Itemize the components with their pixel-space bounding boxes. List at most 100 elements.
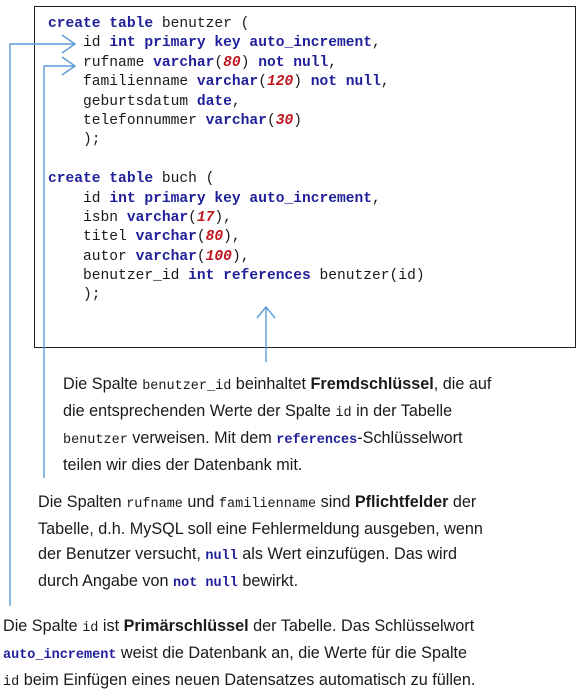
- text-segment: (: [188, 209, 197, 226]
- text-line: id beim Einfügen eines neuen Datensatzes…: [3, 668, 475, 695]
- text-segment: die entsprechenden Werte der Spalte: [63, 402, 336, 420]
- arrow-primary-key: [9, 43, 75, 606]
- sql-code: create table benutzer ( id int primary k…: [48, 15, 425, 306]
- text-segment: not null: [173, 576, 238, 591]
- text-line: die entsprechenden Werte der Spalte id i…: [63, 399, 491, 426]
- text-segment: date: [196, 93, 232, 110]
- note-foreign-key: Die Spalte benutzer_id beinhaltet Fremds…: [63, 372, 491, 478]
- text-line: rufname varchar(80) not null,: [48, 54, 425, 73]
- text-line: isbn varchar(17),: [48, 209, 425, 228]
- text-segment: beinhaltet: [231, 375, 311, 393]
- text-segment: und: [182, 493, 219, 511]
- text-segment: titel: [48, 229, 136, 246]
- text-segment: autor: [48, 248, 136, 265]
- text-line: autor varchar(100),: [48, 248, 425, 267]
- text-segment: varchar: [135, 248, 197, 265]
- text-segment: (: [266, 112, 276, 129]
- text-segment: references: [276, 433, 358, 448]
- text-segment: varchar: [126, 209, 189, 226]
- text-line: Die Spalten rufname und familienname sin…: [38, 490, 483, 517]
- text-line: );: [48, 286, 425, 305]
- text-segment: 17: [196, 209, 215, 226]
- text-segment: not null: [258, 54, 329, 71]
- text-segment: der Benutzer versucht,: [38, 545, 206, 563]
- text-segment: sind: [316, 493, 355, 511]
- text-segment: id: [48, 190, 110, 207]
- text-segment: bewirkt.: [237, 572, 299, 590]
- text-segment: ),: [223, 229, 241, 246]
- text-segment: -Schlüsselwort: [357, 429, 463, 447]
- text-segment: der Tabelle. Das Schlüsselwort: [248, 617, 475, 635]
- text-segment: familienname: [48, 74, 197, 91]
- arrow-required-fields-head: [61, 56, 77, 76]
- text-segment: id: [48, 35, 110, 52]
- text-segment: ),: [231, 248, 250, 265]
- text-segment: durch Angabe von: [38, 572, 174, 590]
- text-segment: ,: [372, 35, 381, 52]
- text-line: der Benutzer versucht, null als Wert ein…: [38, 542, 483, 569]
- text-segment: Pflichtfelder: [354, 493, 449, 511]
- text-segment: id: [3, 675, 20, 690]
- text-segment: );: [48, 132, 101, 149]
- text-segment: );: [48, 287, 101, 304]
- text-segment: int references: [188, 268, 311, 285]
- text-line: Die Spalte id ist Primärschlüssel der Ta…: [3, 614, 475, 641]
- text-line: create table buch (: [48, 170, 425, 189]
- text-segment: Die Spalte: [3, 617, 83, 635]
- text-segment: als Wert einzufügen. Das wird: [237, 545, 457, 563]
- text-segment: verweisen. Mit dem: [127, 429, 277, 447]
- text-segment: varchar: [135, 229, 197, 246]
- text-line: familienname varchar(120) not null,: [48, 73, 425, 92]
- text-segment: (: [196, 248, 206, 265]
- text-segment: ,: [372, 190, 381, 207]
- text-line: teilen wir dies der Datenbank mit.: [63, 453, 491, 478]
- text-line: Tabelle, d.h. MySQL soll eine Fehlermeld…: [38, 517, 483, 542]
- text-segment: 120: [266, 74, 294, 91]
- text-segment: rufname: [48, 54, 154, 71]
- text-segment: weist die Datenbank an, die Werte für di…: [116, 644, 468, 662]
- text-segment: benutzer (: [153, 16, 250, 32]
- text-segment: Tabelle, d.h. MySQL soll eine Fehlermeld…: [38, 520, 483, 538]
- text-line: telefonnummer varchar(30): [48, 112, 425, 131]
- text-segment: ,: [328, 54, 338, 71]
- text-segment: varchar: [205, 112, 267, 129]
- text-segment: der: [448, 493, 477, 511]
- text-segment: isbn: [48, 209, 127, 226]
- text-segment: rufname: [126, 497, 183, 512]
- text-segment: 80: [205, 229, 224, 246]
- text-line: geburtsdatum date,: [48, 93, 425, 112]
- text-line: id int primary key auto_increment,: [48, 34, 425, 53]
- text-segment: geburtsdatum: [48, 93, 197, 110]
- text-line: benutzer_id int references benutzer(id): [48, 267, 425, 286]
- text-segment: 100: [205, 248, 232, 265]
- text-segment: int primary key auto_increment: [109, 35, 373, 52]
- text-segment: Primärschlüssel: [123, 617, 249, 635]
- text-line: auto_increment weist die Datenbank an, d…: [3, 641, 475, 668]
- text-segment: ): [293, 112, 302, 129]
- text-segment: (: [196, 229, 206, 246]
- text-segment: (: [258, 74, 267, 91]
- text-segment: ist: [98, 617, 124, 635]
- text-line: benutzer verweisen. Mit dem references-S…: [63, 426, 491, 453]
- text-segment: id: [335, 406, 352, 421]
- text-segment: create table: [48, 171, 154, 188]
- text-segment: familienname: [218, 497, 317, 512]
- text-segment: telefonnummer: [48, 112, 206, 129]
- arrow-primary-key-head: [61, 34, 77, 54]
- text-segment: int primary key auto_increment: [109, 190, 373, 207]
- arrow-foreign-key-head: [256, 305, 276, 319]
- text-segment: (: [214, 54, 224, 71]
- text-segment: benutzer_id: [48, 268, 189, 285]
- text-segment: 80: [223, 54, 241, 71]
- note-required-fields: Die Spalten rufname und familienname sin…: [38, 490, 483, 596]
- text-segment: Die Spalte: [63, 375, 143, 393]
- arrow-required-fields: [43, 65, 75, 478]
- text-segment: , die auf: [433, 375, 492, 393]
- text-segment: 30: [275, 112, 294, 129]
- text-line: );: [48, 131, 425, 150]
- text-segment: auto_increment: [3, 648, 117, 663]
- text-segment: not null: [310, 74, 381, 91]
- text-line: Die Spalte benutzer_id beinhaltet Fremds…: [63, 372, 491, 399]
- text-segment: benutzer(id): [310, 268, 425, 285]
